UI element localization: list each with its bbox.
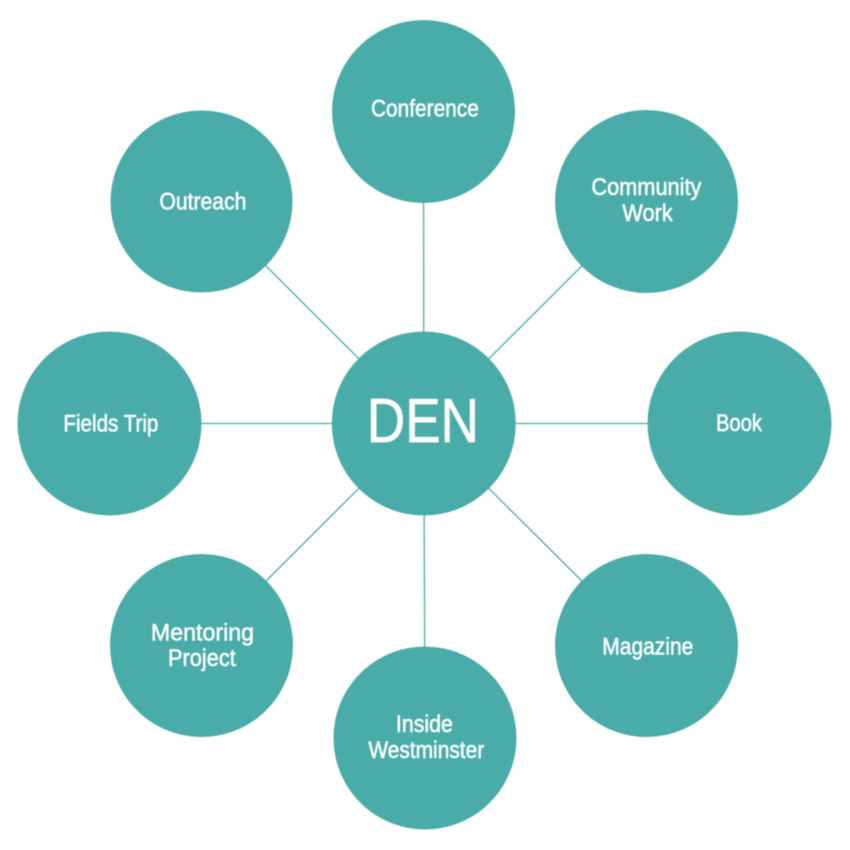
node-label-book: Book (716, 410, 762, 437)
node-label-outreach: Outreach (159, 188, 246, 215)
node-label-den: DEN (367, 387, 479, 456)
node-conference: Conference (332, 20, 515, 203)
node-circle-conference (332, 20, 515, 203)
node-label-fields-trip: Fields Trip (63, 410, 158, 437)
node-label-inside-westminster-line2: Westminster (368, 737, 484, 764)
node-book: Book (647, 331, 832, 516)
node-label-mentoring-project-line1: Mentoring (151, 620, 254, 647)
node-label-magazine: Magazine (602, 633, 693, 660)
node-fields-trip: Fields Trip (17, 331, 202, 516)
node-circle-fields-trip (17, 331, 202, 516)
node-magazine: Magazine (555, 554, 738, 737)
node-label-community-work-line2: Work (622, 200, 673, 227)
node-label-mentoring-project-line2: Project (168, 645, 236, 672)
node-circle-outreach (110, 110, 293, 293)
node-circle-mentoring-project (110, 554, 293, 737)
node-circle-inside-westminster (333, 646, 517, 830)
node-circle-magazine (555, 554, 738, 737)
node-circle-book (647, 331, 832, 516)
node-circle-den (331, 331, 516, 516)
node-label-community-work-line1: Community (591, 174, 701, 201)
center-node-den: DEN (331, 331, 516, 516)
node-circle-community-work (555, 110, 738, 293)
node-label-inside-westminster-line1: Inside (396, 711, 453, 738)
node-outreach: Outreach (110, 110, 293, 293)
node-label-conference: Conference (371, 96, 479, 123)
